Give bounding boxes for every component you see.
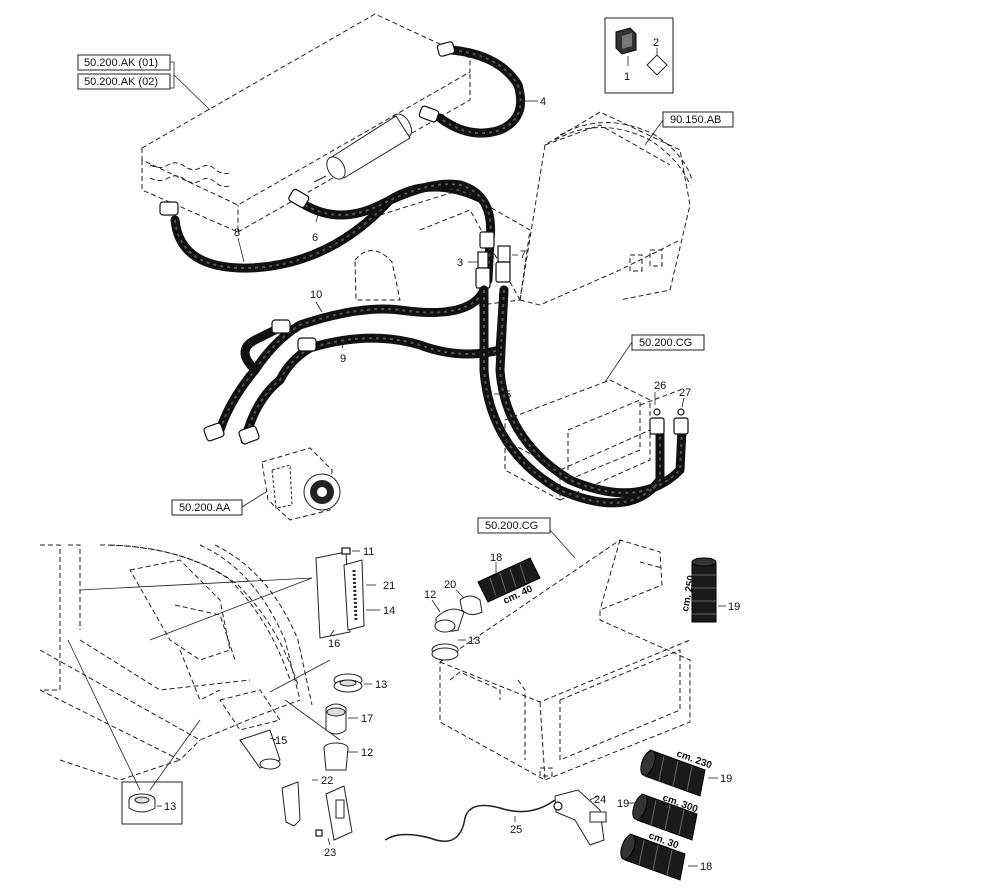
ref-box-1[interactable] bbox=[77, 54, 171, 71]
cab-interior bbox=[39, 544, 341, 791]
callout-6: 6 bbox=[312, 232, 318, 244]
sleeve-18-top bbox=[477, 557, 541, 603]
heater-box bbox=[439, 539, 691, 781]
callout-2: 2 bbox=[653, 37, 659, 49]
callout-15: 15 bbox=[275, 735, 287, 747]
callout-7: 7 bbox=[520, 249, 526, 261]
duct-15 bbox=[239, 729, 281, 770]
hose-5 bbox=[479, 285, 687, 508]
callout-20: 20 bbox=[444, 579, 456, 591]
grommet-stack bbox=[323, 673, 372, 771]
callout-16: 16 bbox=[328, 638, 340, 650]
callout-5: 5 bbox=[505, 389, 511, 401]
callout-19-cm300: 19 bbox=[617, 798, 629, 810]
callout-18-bottom: 18 bbox=[700, 861, 712, 873]
ref-50-200-cg-upper[interactable]: 50.200.CG bbox=[639, 337, 692, 349]
callout-4: 4 bbox=[540, 96, 546, 108]
callout-9: 9 bbox=[340, 353, 346, 365]
valve-24-capillary-25 bbox=[384, 789, 607, 846]
sleeve-18-cm30 bbox=[620, 833, 698, 881]
hose-6 bbox=[288, 179, 496, 285]
callout-12-right: 12 bbox=[424, 589, 436, 601]
hose-4 bbox=[418, 41, 538, 138]
condenser-box bbox=[504, 379, 689, 501]
callout-24: 24 bbox=[594, 794, 606, 806]
sleeve-19-cm300 bbox=[628, 793, 698, 841]
callout-10: 10 bbox=[310, 289, 322, 301]
fittings-3-7 bbox=[468, 245, 518, 289]
callout-27: 27 bbox=[679, 387, 691, 399]
callout-19-vertical: 19 bbox=[728, 601, 740, 613]
callout-19-cm230: 19 bbox=[720, 773, 732, 785]
callout-8: 8 bbox=[234, 227, 240, 239]
callout-25: 25 bbox=[510, 824, 522, 836]
ref-50-200-cg-lower[interactable]: 50.200.CG bbox=[485, 520, 538, 532]
ref-50-200-aa[interactable]: 50.200.AA bbox=[179, 502, 231, 514]
callout-26: 26 bbox=[654, 380, 666, 392]
grommet-13-inset bbox=[121, 781, 183, 825]
callout-22: 22 bbox=[321, 775, 333, 787]
sleeve-19-vertical bbox=[691, 557, 726, 623]
callout-21: 21 bbox=[383, 580, 395, 592]
ref-50-200-ak-02[interactable]: 50.200.AK (02) bbox=[84, 76, 158, 88]
sleeve-19-cm230 bbox=[640, 749, 718, 797]
ref-box-6[interactable] bbox=[477, 517, 551, 534]
connector-14 bbox=[315, 547, 380, 639]
callout-3: 3 bbox=[457, 257, 463, 269]
frame-outline bbox=[354, 111, 693, 311]
ref-box-2[interactable] bbox=[77, 73, 171, 90]
bracket-22-23 bbox=[281, 779, 353, 846]
switch-inset bbox=[604, 17, 674, 94]
ref-50-200-ak-01[interactable]: 50.200.AK (01) bbox=[84, 57, 158, 69]
callout-12-left: 12 bbox=[361, 747, 373, 759]
hose-10 bbox=[215, 285, 489, 435]
hose-8 bbox=[159, 182, 485, 273]
callout-1: 1 bbox=[624, 71, 630, 83]
callout-23: 23 bbox=[324, 847, 336, 859]
callout-18-top: 18 bbox=[490, 552, 502, 564]
callout-11: 11 bbox=[363, 546, 374, 558]
ref-box-3[interactable] bbox=[662, 111, 734, 128]
ac-unit-outline bbox=[141, 13, 471, 233]
callout-13-mid: 13 bbox=[375, 679, 387, 691]
callout-14: 14 bbox=[383, 605, 395, 617]
compressor-fittings bbox=[203, 422, 260, 445]
ref-90-150-ab[interactable]: 90.150.AB bbox=[670, 114, 721, 126]
ref-box-5[interactable] bbox=[171, 499, 243, 516]
compressor bbox=[261, 447, 341, 521]
callout-17: 17 bbox=[361, 713, 373, 725]
callout-13-inset: 13 bbox=[164, 801, 176, 813]
callout-13-right: 13 bbox=[468, 635, 480, 647]
duct-parts-right bbox=[431, 589, 483, 661]
hose-9 bbox=[240, 285, 509, 445]
